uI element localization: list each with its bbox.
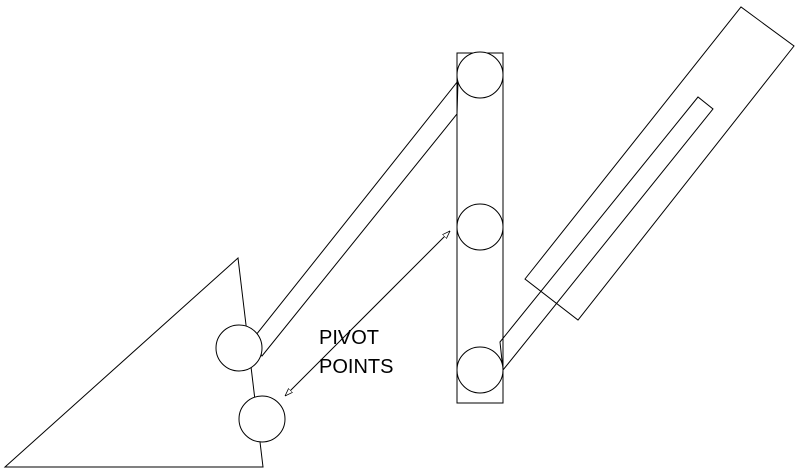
- pivot-points-label-line1: PIVOT: [319, 327, 379, 349]
- outer-long-rectangle: [524, 6, 795, 321]
- pivot-joint-base-lower: [238, 395, 286, 443]
- pivot-joint-bar-middle: [456, 203, 504, 251]
- diagonal-link-arm: [251, 79, 459, 357]
- pivot-joint-bar-top: [456, 51, 504, 99]
- pivot-joint-bar-bottom: [456, 346, 504, 394]
- pivot-points-label-line2: POINTS: [319, 356, 393, 378]
- pivot-joint-base-upper: [215, 324, 263, 372]
- pivot-annotation-arrow: [285, 231, 450, 396]
- inner-slider-rectangle: [499, 96, 714, 372]
